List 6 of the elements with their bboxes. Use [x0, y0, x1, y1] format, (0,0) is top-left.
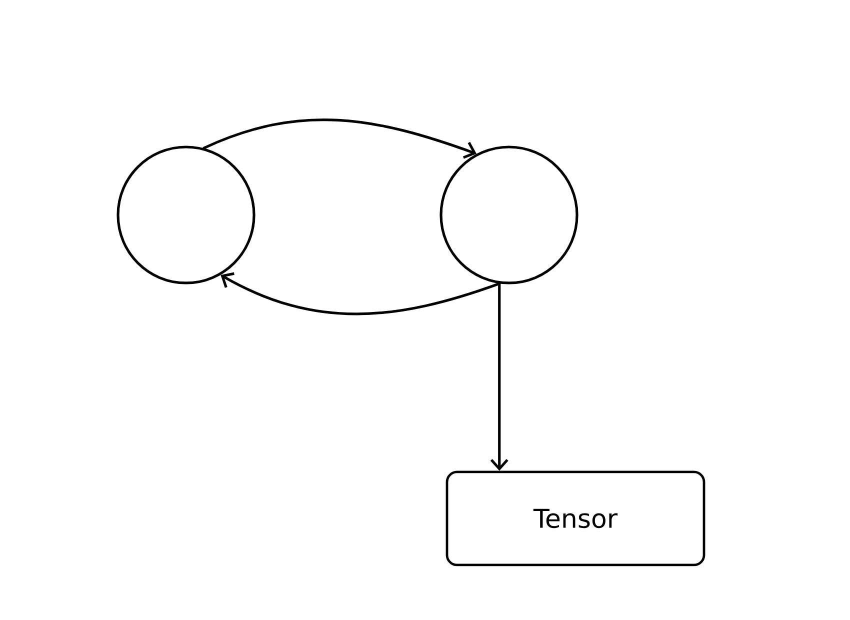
circle [440, 146, 578, 284]
arrow [490, 282, 508, 471]
arrow [220, 272, 501, 316]
process-box: Tensor [446, 470, 706, 566]
arrow [202, 118, 476, 159]
circle [116, 146, 256, 284]
